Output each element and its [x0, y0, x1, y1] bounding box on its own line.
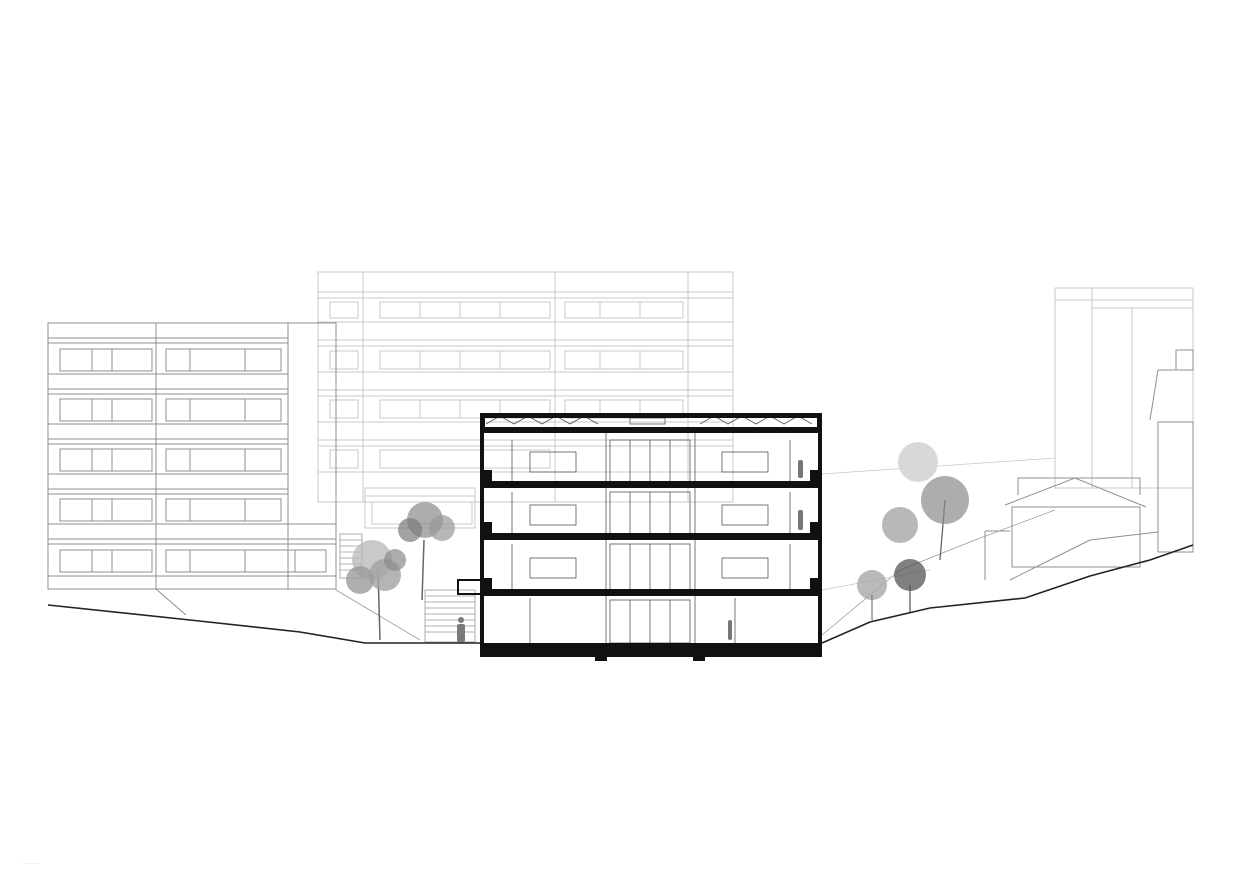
footer-note: ………	[22, 860, 40, 866]
right-background-tower	[1054, 287, 1194, 489]
tree-left-tall	[398, 502, 455, 601]
tree-right-cluster	[857, 442, 969, 620]
main-building-section	[457, 413, 822, 661]
balcony	[457, 579, 480, 595]
tree-left-large	[346, 540, 406, 641]
section-cut	[480, 413, 822, 661]
far-background-building	[317, 271, 734, 529]
right-gabled-house	[984, 349, 1194, 581]
pedestrian-figure	[457, 617, 465, 642]
left-background-building	[47, 322, 337, 616]
interior-elevation	[485, 415, 813, 644]
interior-figures	[728, 460, 803, 640]
